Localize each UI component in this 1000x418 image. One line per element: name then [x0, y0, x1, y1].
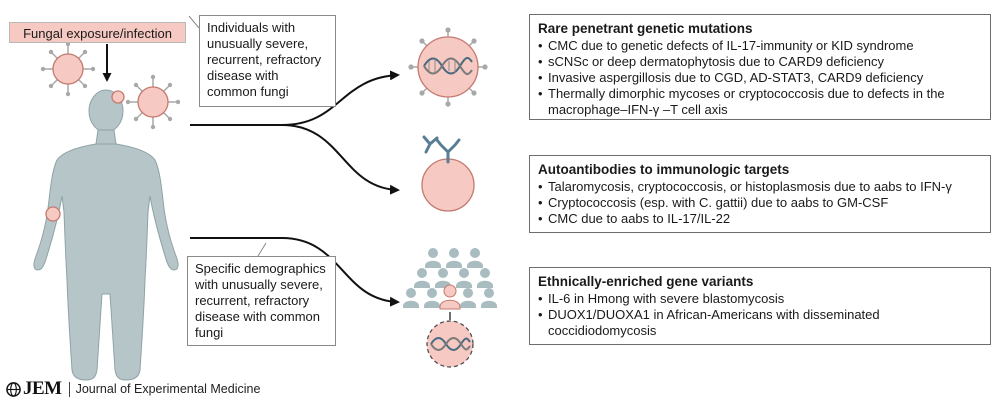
gene-variant-dna-icon: [426, 320, 474, 368]
callout-top-pointer: [188, 15, 200, 29]
fungal-spore-right: [125, 74, 181, 130]
gene-variants-list: IL-6 in Hmong with severe blastomycosis …: [538, 291, 982, 339]
antibody-icon: [422, 135, 461, 164]
list-item: Talaromycosis, cryptococcosis, or histop…: [538, 179, 982, 195]
arrow-to-autoantibodies: [281, 124, 400, 195]
human-body-silhouette: [33, 89, 179, 381]
fungal-spore-left: [40, 41, 96, 97]
list-item: CMC due to aabs to IL-17/IL-22: [538, 211, 982, 227]
autoantibodies-list: Talaromycosis, cryptococcosis, or histop…: [538, 179, 982, 227]
list-item: sCNSc or deep dermatophytosis due to CAR…: [538, 54, 982, 70]
population-people-icon: [403, 248, 497, 320]
list-item: Invasive aspergillosis due to CGD, AD-ST…: [538, 70, 982, 86]
journal-footer: JEM Journal of Experimental Medicine: [6, 377, 260, 401]
arrow-to-gene-variants: [190, 237, 400, 307]
journal-name: Journal of Experimental Medicine: [75, 382, 261, 396]
genetic-mutations-box: Rare penetrant genetic mutations CMC due…: [529, 14, 991, 120]
specific-demographics-callout: Specific demographics with unusually sev…: [187, 256, 336, 346]
severe-individuals-callout: Individuals with unusually severe, recur…: [199, 15, 336, 107]
infection-spot-arm: [45, 206, 61, 222]
jem-globe-icon: [6, 381, 21, 397]
jem-logo: JEM: [23, 378, 62, 399]
autoantibodies-box: Autoantibodies to immunologic targets Ta…: [529, 155, 991, 233]
infection-spot-head: [111, 90, 125, 104]
list-item: IL-6 in Hmong with severe blastomycosis: [538, 291, 982, 307]
callout-bottom-pointer: [257, 242, 267, 257]
gene-variants-box: Ethnically-enriched gene variants IL-6 i…: [529, 267, 991, 345]
gene-variants-title: Ethnically-enriched gene variants: [538, 274, 754, 289]
autoantibodies-title: Autoantibodies to immunologic targets: [538, 162, 790, 177]
list-item: Cryptococcosis (esp. with C. gattii) due…: [538, 195, 982, 211]
list-item: DUOX1/DUOXA1 in African-Americans with d…: [538, 307, 982, 339]
autoantibody-cell-icon: [421, 135, 475, 212]
genetic-mutation-cell-icon: [408, 27, 488, 107]
genetic-mutations-title: Rare penetrant genetic mutations: [538, 21, 753, 36]
fungal-exposure-label: Fungal exposure/infection: [9, 22, 186, 43]
genetic-mutations-list: CMC due to genetic defects of IL-17-immu…: [538, 38, 982, 118]
dna-helix-icon: [423, 56, 473, 76]
list-item: Thermally dimorphic mycoses or cryptococ…: [538, 86, 982, 118]
list-item: CMC due to genetic defects of IL-17-immu…: [538, 38, 982, 54]
footer-divider: [68, 381, 70, 397]
